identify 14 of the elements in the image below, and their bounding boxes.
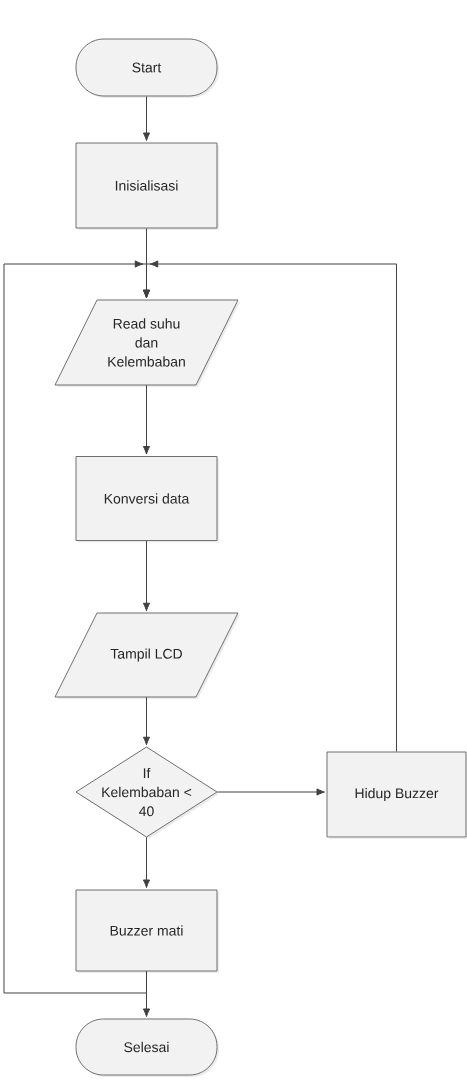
- process-box: Inisialisasi: [75, 142, 219, 230]
- arrow: [142, 384, 151, 455]
- process-box: Konversi data: [75, 456, 219, 543]
- arrow: [142, 696, 151, 746]
- arrow: [142, 96, 151, 142]
- data-parallelogram: Read suhu dan Kelembaban: [54, 299, 240, 387]
- data-parallelogram: Tampil LCD: [54, 612, 240, 699]
- process-box: Buzzer mati: [75, 889, 219, 973]
- arrow: [142, 971, 151, 1018]
- arrow: [216, 788, 326, 796]
- arrow: [142, 836, 151, 889]
- arrow: [3, 260, 151, 994]
- arrow: [142, 540, 151, 612]
- process-box: Hidup Buzzer: [326, 751, 467, 839]
